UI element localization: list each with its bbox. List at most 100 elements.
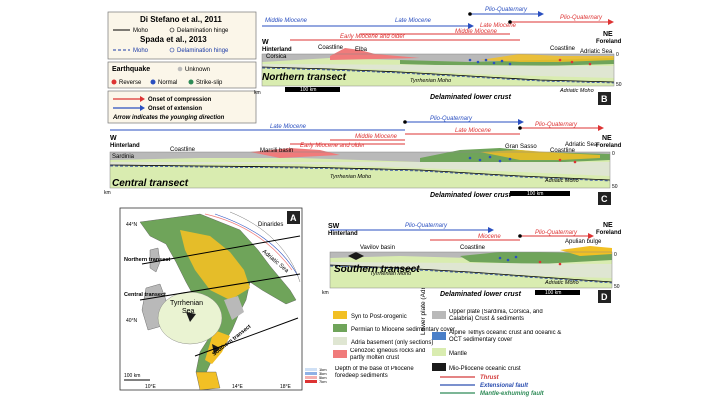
a-letter-box	[287, 211, 300, 224]
c-lbl-18: 50	[612, 184, 618, 190]
d-lbl-11: 0	[614, 252, 617, 258]
c-lbl-14: Delaminated lower crust	[430, 192, 512, 199]
unit-swatch-5	[432, 332, 446, 340]
d-title: Southern transect	[334, 264, 420, 275]
ref1-label: Di Stefano et al., 2011	[140, 15, 222, 24]
strikeslip-eq-icon	[188, 79, 194, 85]
b-lbl-11: Adriatic Sea	[580, 49, 613, 55]
fault-label-0: Thrust	[480, 375, 500, 381]
d-lbl-0: Plio-Quaternary	[405, 223, 448, 229]
fault-label-1: Extensional fault	[480, 383, 529, 389]
unit-swatch-3	[333, 350, 347, 358]
b-lbl-0: Middle Miocene	[265, 18, 308, 24]
eq-title: Earthquake	[112, 66, 150, 73]
a-letter: A	[290, 213, 297, 223]
fault-legend: Thrust Extensional fault Mantle-exhuming…	[440, 375, 545, 397]
c-letter-box	[598, 192, 611, 205]
b-lbl-15: 100 km	[300, 87, 316, 93]
c-lbl-10: Coastline	[550, 148, 576, 154]
c-left-name: Hinterland	[110, 143, 140, 149]
unknown-eq-icon	[177, 66, 183, 72]
eq-strike: Strike-slip	[196, 80, 223, 86]
b-left-name: Hinterland	[262, 47, 292, 53]
b-lbl-3: Late Miocene	[480, 23, 517, 29]
c-lbl-2: Late Miocene	[455, 128, 492, 134]
b-lbl-8: Corsica	[266, 54, 287, 60]
depth-2: 3km	[319, 371, 327, 376]
depth-title: Depth of the base of Pliocene foredeep s…	[335, 366, 414, 379]
eq-reverse: Reverse	[119, 80, 142, 86]
unit-label-4: Upper plate (Sardinia, Corsica, and Cala…	[449, 309, 543, 322]
c-letter: C	[601, 194, 608, 204]
moho-label-2: Moho	[133, 48, 149, 54]
b-lbl-12: Tyrrhenian Moho	[410, 78, 451, 84]
d-lbl-12: 50	[614, 284, 620, 290]
c-left-dir: W	[110, 135, 117, 142]
b-lbl-16: km	[254, 90, 261, 96]
eq-unknown: Unknown	[185, 67, 210, 73]
d-lbl-1: Miocene	[478, 234, 501, 240]
onset-comp: Onset of compression	[148, 97, 212, 103]
map-sea1: Tyrrhenian	[170, 300, 203, 307]
b-lbl-17: 0	[616, 52, 619, 58]
panel-b-northern: Middle Miocene Late Miocene Plio-Quatern…	[254, 7, 622, 105]
onset-ext: Onset of extension	[148, 106, 202, 112]
unit-swatch-1	[333, 324, 347, 332]
moho-label-1: Moho	[133, 28, 149, 34]
b-lbl-14: Delaminated lower crust	[430, 94, 512, 101]
unit-swatch-4	[432, 311, 446, 319]
unit-swatch-2	[333, 337, 347, 345]
unit-swatch-7	[432, 363, 446, 371]
c-lbl-15: 100 km	[527, 191, 543, 197]
panel-a-map: 44°N 40°N 10°E 14°E 18°E Tyrrhenian Sea …	[119, 207, 303, 391]
c-lbl-9: Gran Sasso	[505, 144, 537, 150]
d-lbl-7: Adriatic Moho	[544, 280, 579, 286]
d-lbl-2: Plio-Quaternary	[535, 230, 578, 236]
hinge-label-1: Delamination hinge	[177, 28, 229, 34]
map-lon3: 18°E	[280, 384, 292, 390]
c-right-dir: NE	[602, 135, 612, 142]
d-left-name: Hinterland	[328, 231, 358, 237]
panel-c-central: Plio-Quaternary Late Miocene Late Miocen…	[104, 116, 622, 205]
b-lbl-7: Coastline	[318, 45, 344, 51]
c-lbl-6: Coastline	[170, 147, 196, 153]
b-lbl-6: Early Miocene and older	[340, 34, 406, 40]
unit-label-1: Permian to Miocene sedimentary cover	[351, 327, 455, 333]
c-lbl-11: Adriatic Sea	[565, 142, 598, 148]
d-lbl-6: Tyrrhenian Moho	[370, 271, 411, 277]
unit-label-0: Syn to Post-orogenic	[351, 314, 407, 320]
depth-3: 5km	[319, 375, 327, 380]
map-north: Northern transect	[124, 257, 170, 263]
d-lbl-3: Vavilov basin	[360, 245, 395, 251]
c-lbl-4: Middle Miocene	[355, 134, 398, 140]
d-left-dir: SW	[328, 223, 340, 230]
unit-label-3: Cenozoic igneous rocks and partly molten…	[350, 348, 426, 361]
c-lbl-8: Marsili basin	[260, 148, 293, 154]
unit-swatch-0	[333, 311, 347, 319]
c-lbl-17: 0	[612, 151, 615, 157]
b-lbl-18: 50	[616, 82, 622, 88]
ref2-label: Spada et al., 2013	[140, 35, 207, 44]
c-title: Central transect	[112, 178, 189, 189]
hinge-icon	[169, 27, 175, 33]
d-lbl-8: Delaminated lower crust	[440, 291, 522, 298]
b-left-dir: W	[262, 39, 269, 46]
d-right-dir: NE	[603, 222, 613, 229]
c-lbl-5: Early Miocene and older	[300, 143, 366, 149]
map-lat1: 44°N	[126, 222, 138, 228]
b-lbl-2: Plio-Quaternary	[485, 7, 528, 13]
map-dinarides: Dinarides	[258, 222, 283, 228]
unit-legend: Syn to Post-orogenic Permian to Miocene …	[333, 309, 561, 372]
c-lbl-13: Adriatic Moho	[544, 178, 579, 184]
c-lbl-0: Plio-Quaternary	[430, 116, 473, 122]
c-lbl-3: Plio-Quaternary	[535, 122, 578, 128]
c-lbl-1: Late Miocene	[270, 124, 307, 130]
hinge-label-2: Delamination hinge	[177, 48, 229, 54]
b-title: Northern transect	[262, 72, 347, 83]
map-sea2: Sea	[182, 308, 195, 315]
earthquake-legend: Earthquake Unknown Reverse Normal Strike…	[107, 61, 257, 89]
d-right-name: Foreland	[596, 230, 622, 236]
map-lat2: 40°N	[126, 318, 138, 324]
c-right-name: Foreland	[596, 143, 622, 149]
